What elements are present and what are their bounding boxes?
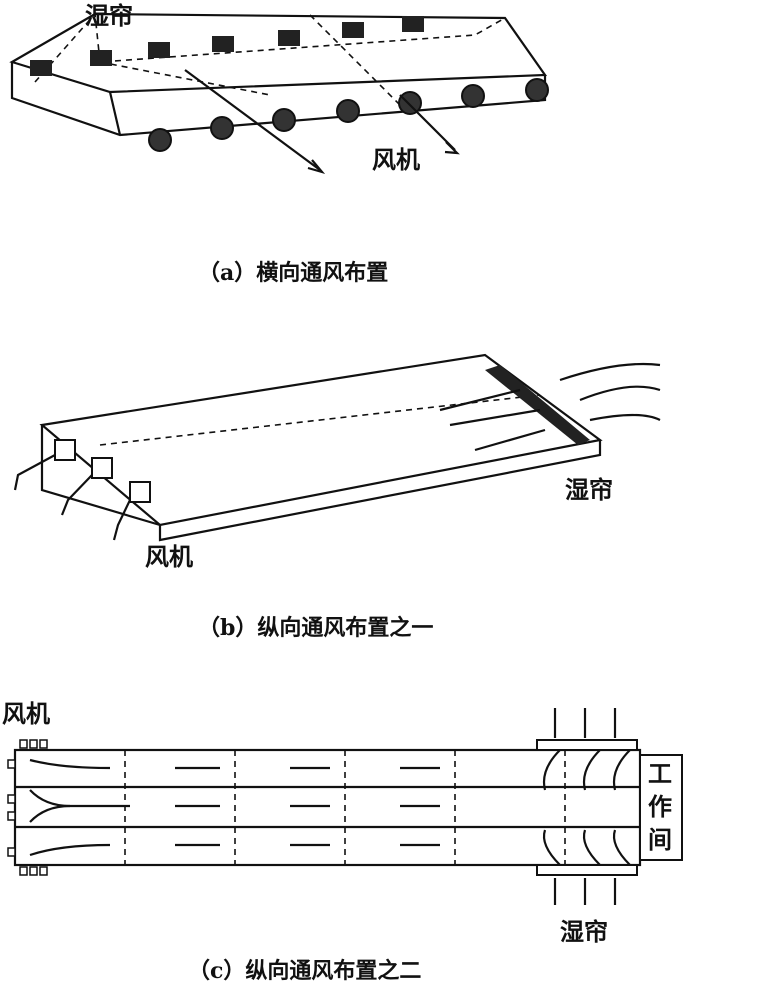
- workroom-label-1: 工: [648, 760, 672, 788]
- fan-row: [148, 78, 549, 152]
- fan-label: 风机: [2, 700, 50, 728]
- fan-units: [54, 439, 151, 503]
- workroom-label-2: 作: [648, 793, 672, 821]
- ridge-line: [99, 394, 541, 446]
- caption-b: （b）纵向通风布置之一: [198, 615, 433, 641]
- house-end-wall: [40, 425, 161, 527]
- panel-b-longitudinal-ventilation-1: 湿帘 风机 （b）纵向通风布置之一: [13, 353, 661, 641]
- panel-a-transverse-ventilation: 湿帘 风机 （a）横向通风布置: [9, 2, 549, 286]
- wet-pad: [485, 365, 590, 445]
- workroom-label-3: 间: [648, 826, 672, 854]
- caption-c: （c）纵向通风布置之二: [188, 958, 421, 983]
- panel-c-longitudinal-ventilation-2: 工 作 间 风机 湿帘 （c）纵向通风布置之二: [2, 700, 683, 983]
- wet-pad-top: [536, 739, 638, 751]
- house-side-wall: [158, 440, 602, 542]
- house-roof-outline: [9, 12, 548, 94]
- airflow-arrows: [184, 69, 460, 175]
- wet-pad-label: 湿帘: [85, 2, 133, 30]
- fan-label: 风机: [145, 543, 193, 571]
- fan-units: [7, 739, 48, 876]
- fan-label: 风机: [372, 146, 420, 174]
- house-corner-edge: [108, 91, 122, 136]
- airflow-arrows: [13, 362, 661, 541]
- airflow-arrows: [29, 708, 631, 905]
- hidden-edges: [34, 12, 506, 83]
- wet-pad-label: 湿帘: [560, 918, 608, 946]
- wet-pad-bottom: [536, 864, 638, 876]
- wet-pad-label: 湿帘: [565, 476, 613, 504]
- wet-pad-row: [30, 16, 424, 76]
- caption-a: （a）横向通风布置: [198, 260, 388, 286]
- hidden-edge: [99, 61, 271, 96]
- workroom: [639, 754, 683, 861]
- bay-divisions: [124, 750, 566, 865]
